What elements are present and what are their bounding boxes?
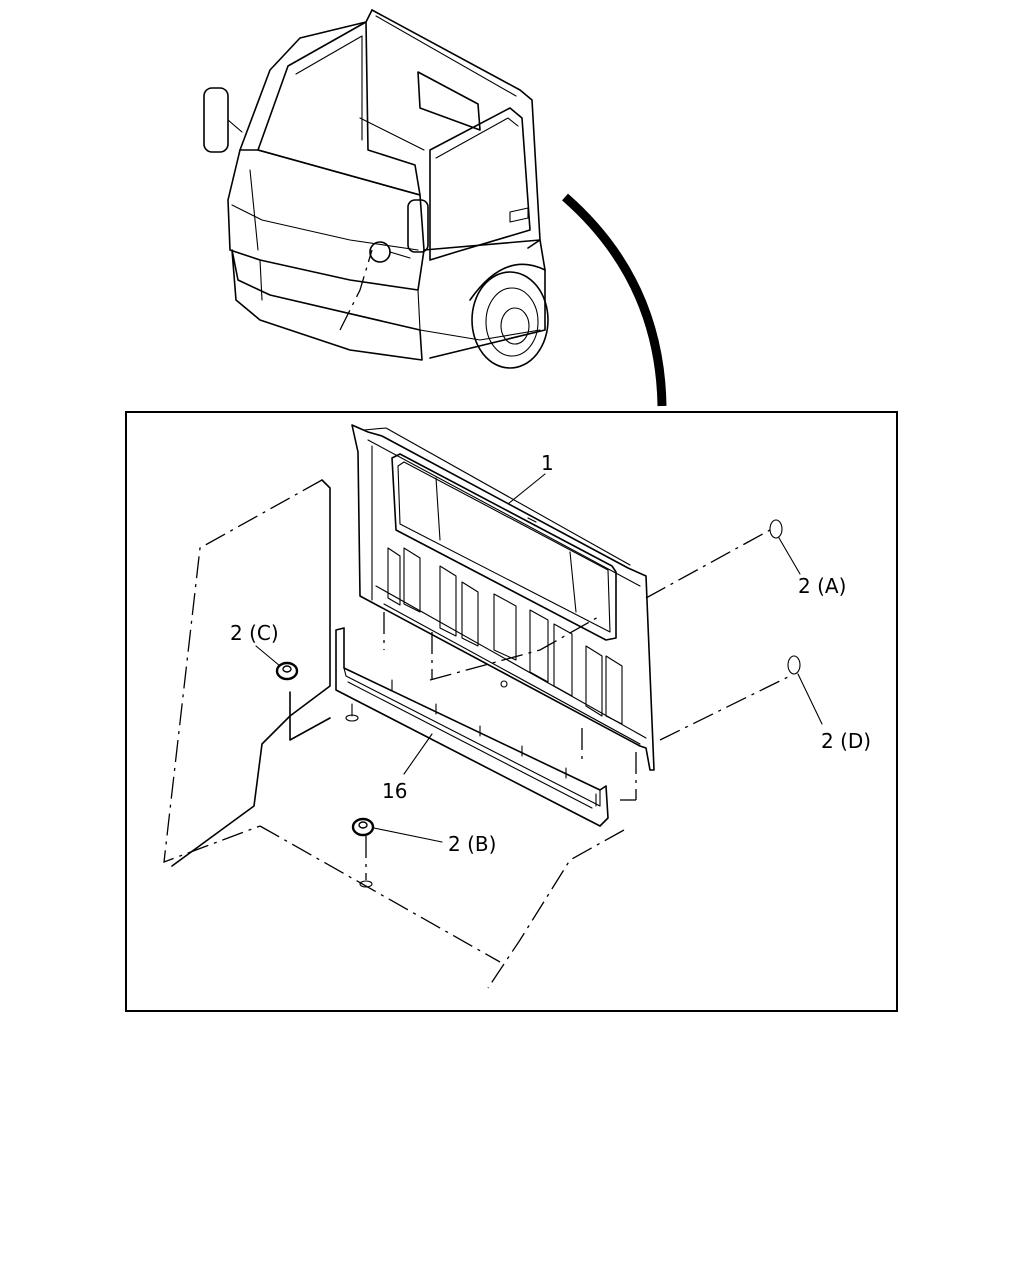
callout-2c: 2 (C) <box>230 621 279 645</box>
back-panel-part <box>351 424 655 771</box>
grommet-2c <box>275 661 299 681</box>
callout-2b: 2 (B) <box>448 832 496 856</box>
plug-2d <box>787 655 801 675</box>
reference-outlines <box>163 479 791 989</box>
plug-2a <box>769 519 783 539</box>
callout-2a: 2 (A) <box>798 574 846 598</box>
detail-frame <box>125 411 898 1012</box>
leader-lines <box>255 473 823 843</box>
connector-arc <box>562 193 667 407</box>
truck-cab-illustration <box>203 9 549 369</box>
callout-16: 16 <box>382 779 407 803</box>
callout-2d: 2 (D) <box>821 729 871 753</box>
crossmember-part <box>335 627 609 827</box>
callout-1: 1 <box>541 451 554 475</box>
grommet-2b <box>351 817 375 837</box>
